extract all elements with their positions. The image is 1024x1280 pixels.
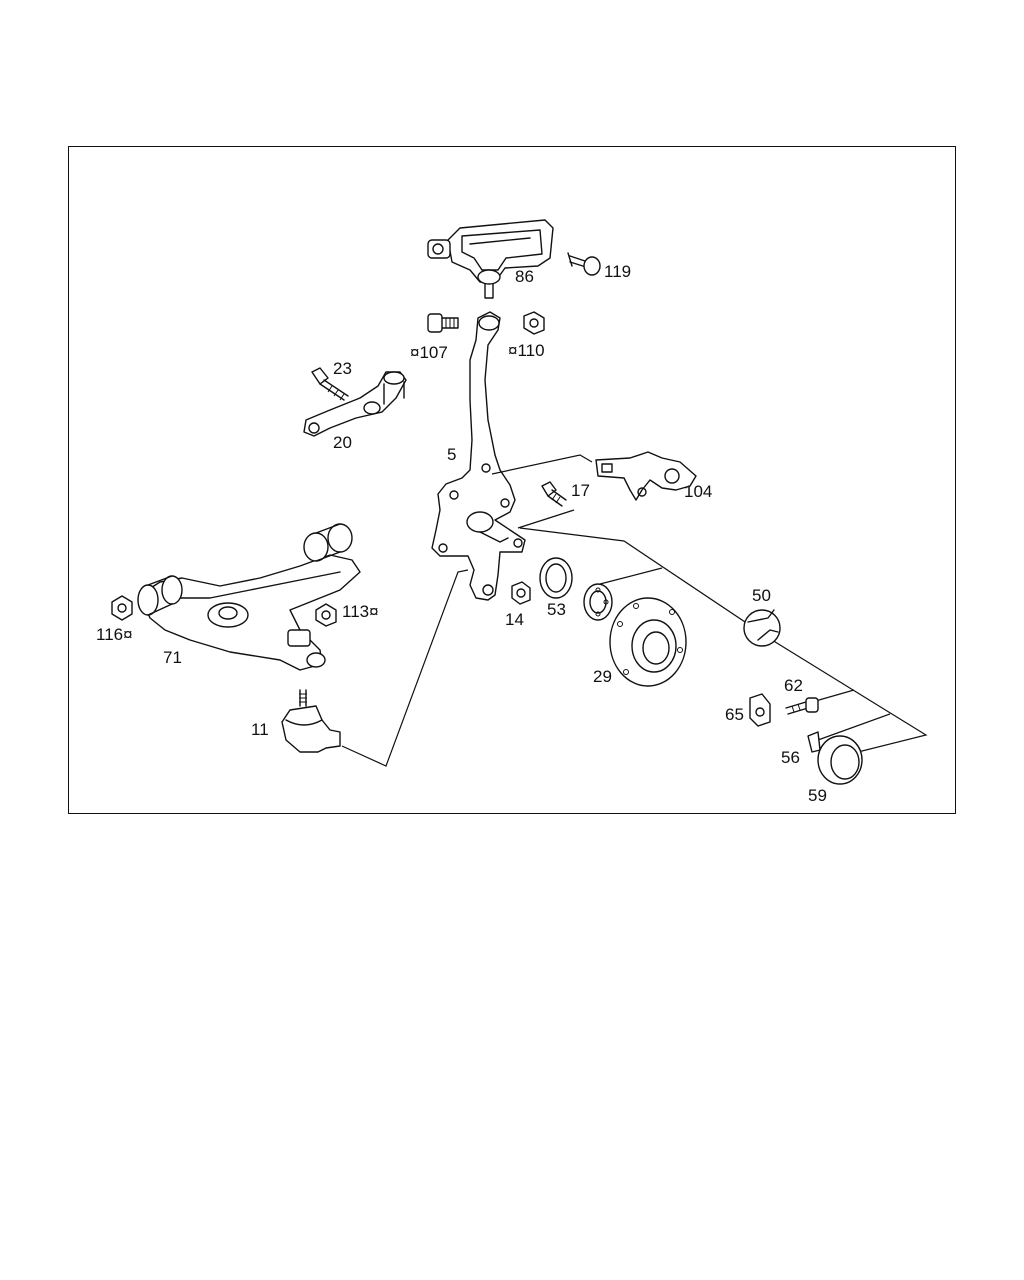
leader-11 [341,569,469,767]
label-71: 71 [163,648,182,667]
label-62: 62 [784,676,803,695]
leader-104 [491,454,593,475]
label-14: 14 [505,610,524,629]
label-20: 20 [333,433,352,452]
label-56: 56 [781,748,800,767]
label-29: 29 [593,667,612,686]
part-107-bolt[interactable] [427,313,459,333]
label-107: ¤107 [410,343,448,362]
part-bearing[interactable] [583,583,613,621]
part-71-lower-control-arm[interactable] [137,523,361,671]
label-113: 113¤ [342,602,379,621]
label-53: 53 [547,600,566,619]
part-59-grease-cap[interactable] [817,735,863,785]
label-59: 59 [808,786,827,805]
label-11: 11 [251,720,269,739]
label-23: 23 [333,359,352,378]
label-17: 17 [571,481,590,500]
label-50: 50 [752,586,771,605]
part-23-bolt[interactable] [311,367,349,401]
part-14-nut[interactable] [511,581,531,605]
part-86-upper-mount[interactable] [427,219,554,299]
part-53-seal-ring[interactable] [539,557,573,599]
label-86: 86 [515,267,534,286]
diagram-frame [68,146,956,814]
part-110-nut[interactable] [523,311,545,335]
label-110: ¤110 [508,341,545,360]
label-119: 119 [604,262,631,281]
leader-56 [817,713,891,741]
label-65: 65 [725,705,744,724]
part-65-clamp[interactable] [749,693,771,727]
label-116: 116¤ [96,625,133,644]
part-116-nut[interactable] [111,595,133,621]
leader-62 [811,689,855,703]
part-62-screw[interactable] [785,697,819,715]
part-5-steering-knuckle[interactable] [431,311,526,601]
leader-bearing [599,567,663,585]
leader-17 [517,509,575,529]
label-5: 5 [447,445,456,464]
part-56-clip[interactable] [807,731,821,753]
part-17-screw[interactable] [541,481,567,507]
part-20-steering-arm[interactable] [303,371,407,437]
part-119-bolt[interactable] [567,252,601,276]
part-104-bracket[interactable] [595,451,697,501]
part-113-nut[interactable] [315,603,337,627]
part-50-wrench-symbol[interactable] [743,609,781,647]
leader-hub-assembly [519,527,928,755]
part-29-wheel-hub[interactable] [609,597,687,687]
label-104: 104 [684,482,712,501]
part-11-ball-joint[interactable] [281,689,341,753]
